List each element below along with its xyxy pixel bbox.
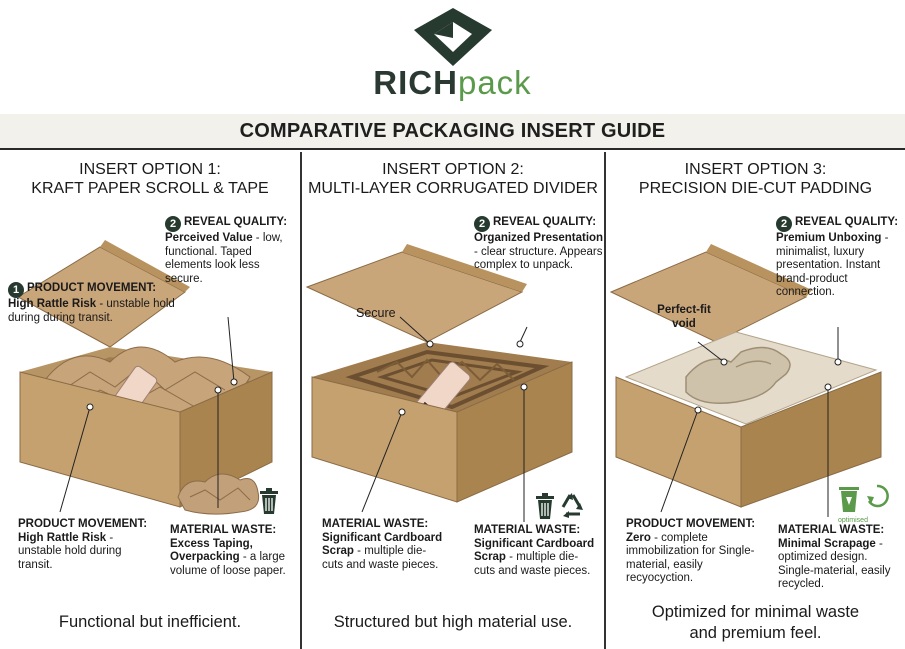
product-movement-annotation: PRODUCT MOVEMENT: Zero - complete immobi…: [626, 518, 756, 584]
option-summary: Optimized for minimal waste and premium …: [651, 603, 860, 642]
material-waste-annotation: MATERIAL WASTE: Excess Taping, Overpacki…: [170, 524, 286, 577]
corrugated-divider-box-illustration: [305, 244, 583, 522]
material-waste-annotation-right: MATERIAL WASTE: Significant Cardboard Sc…: [474, 524, 595, 577]
page-title: COMPARATIVE PACKAGING INSERT GUIDE: [0, 114, 905, 150]
material-waste-annotation-left: MATERIAL WASTE: Significant Cardboard Sc…: [322, 518, 443, 571]
step-badge: 2: [776, 216, 792, 232]
recycle-bin-icon: [839, 487, 859, 512]
step-badge: 2: [165, 216, 181, 232]
step-badge: 2: [474, 216, 490, 232]
perfect-fit-label: Perfect-fit void: [657, 304, 711, 330]
insert-option-2: INSERT OPTION 2: MULTI-LAYER CORRUGATED …: [300, 152, 604, 649]
recycle-icon: [867, 484, 889, 508]
die-cut-padding-box-illustration: [609, 244, 889, 517]
product-movement-annotation: PRODUCT MOVEMENT: High Rattle Risk - uns…: [18, 518, 148, 571]
material-waste-annotation: MATERIAL WASTE: Minimal Scrapage - optim…: [778, 524, 891, 590]
option-heading: INSERT OPTION 2: MULTI-LAYER CORRUGATED …: [308, 161, 598, 197]
option-heading: INSERT OPTION 1: KRAFT PAPER SCROLL & TA…: [31, 161, 269, 197]
insert-option-1: INSERT OPTION 1: KRAFT PAPER SCROLL & TA…: [0, 152, 300, 649]
brand-name: RICHpack: [373, 64, 532, 101]
optimised-label: optimised: [838, 517, 868, 524]
trash-icon: [260, 488, 278, 514]
secure-label: Secure: [356, 306, 396, 320]
trash-icon: [536, 493, 554, 519]
logo: RICHpack: [0, 0, 905, 112]
option-heading: INSERT OPTION 3: PRECISION DIE-CUT PADDI…: [638, 161, 873, 197]
kraft-scroll-box-illustration: [16, 240, 278, 515]
step-badge: 1: [8, 282, 24, 298]
option-summary: Functional but inefficient.: [58, 613, 242, 631]
richpack-logo-icon: [414, 8, 492, 66]
insert-option-3: INSERT OPTION 3: PRECISION DIE-CUT PADDI…: [604, 152, 905, 649]
option-summary: Structured but high material use.: [333, 613, 573, 631]
recycle-icon: [561, 493, 583, 518]
